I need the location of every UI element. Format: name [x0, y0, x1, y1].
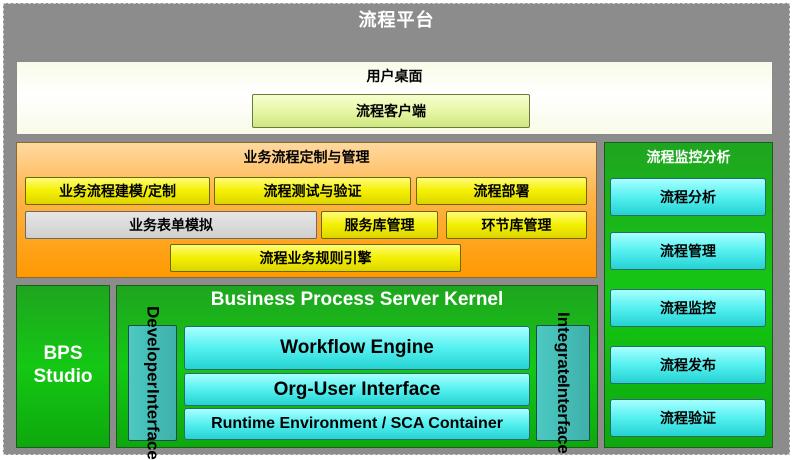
bps-studio-panel	[16, 285, 110, 448]
service-library-box: 服务库管理	[321, 211, 438, 239]
activity-library-box: 环节库管理	[446, 211, 587, 239]
business-management-layer	[16, 142, 597, 278]
business-rules-engine-box: 流程业务规则引擎	[170, 244, 461, 272]
kernel-title: Business Process Server Kernel	[210, 289, 504, 310]
integrate-interface-line1: Integrate	[554, 311, 573, 384]
integrate-interface-box: Integrate Interface	[536, 312, 590, 454]
monitor-item-publish: 流程发布	[610, 346, 766, 384]
process-client-box: 流程客户端	[252, 94, 530, 128]
bps-studio-line1: BPS	[43, 343, 83, 364]
developer-interface-line2: Interface	[143, 388, 163, 460]
monitor-item-monitoring: 流程监控	[610, 289, 766, 327]
process-modeling-box: 业务流程建模/定制	[25, 177, 210, 205]
workflow-engine-box: Workflow Engine	[184, 326, 530, 370]
monitor-analysis-title: 流程监控分析	[646, 150, 731, 166]
process-testing-box: 流程测试与验证	[214, 177, 411, 205]
business-form-simulation-box: 业务表单模拟	[25, 211, 317, 239]
developer-interface-box: Developer Interface	[128, 306, 177, 460]
monitor-item-verify: 流程验证	[610, 399, 766, 437]
runtime-environment-box: Runtime Environment / SCA Container	[184, 408, 530, 440]
business-management-title: 业务流程定制与管理	[243, 150, 370, 166]
developer-interface-line1: Developer	[143, 306, 163, 389]
platform-title: 流程平台	[358, 10, 435, 31]
org-user-interface-box: Org-User Interface	[184, 373, 530, 406]
process-deployment-box: 流程部署	[416, 177, 587, 205]
monitor-item-analysis: 流程分析	[610, 178, 766, 216]
bps-studio-label: BPS Studio	[16, 342, 110, 388]
monitor-item-management: 流程管理	[610, 232, 766, 270]
user-desktop-title: 用户桌面	[366, 69, 423, 85]
bps-studio-line2: Studio	[33, 366, 93, 387]
integrate-interface-line2: Interface	[554, 383, 573, 455]
